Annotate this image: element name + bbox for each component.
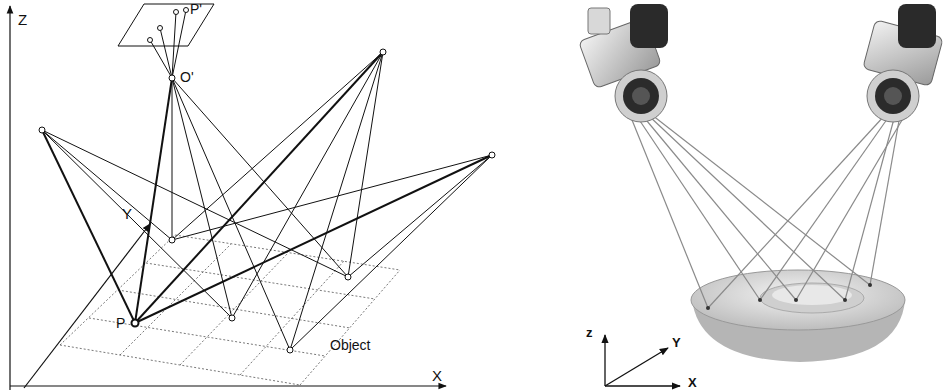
axis-label: z — [586, 326, 593, 339]
axis-label: Y — [672, 336, 681, 349]
axis-label: Y — [122, 206, 132, 221]
camera-right — [863, 4, 943, 122]
points — [39, 49, 495, 353]
target-points — [706, 283, 872, 310]
object-label: Object — [330, 338, 370, 352]
axis-label: Z — [18, 12, 27, 27]
point-label: O' — [180, 70, 194, 84]
bowl-object — [691, 270, 905, 362]
point-label: P' — [190, 2, 202, 16]
camera-rays — [630, 115, 905, 308]
left-axes — [10, 6, 446, 390]
axis-label: X — [688, 376, 697, 389]
camera-left — [579, 4, 668, 122]
right-axes — [605, 335, 680, 386]
point-label: P — [116, 316, 125, 330]
axis-label: X — [432, 368, 442, 383]
rays — [42, 52, 492, 350]
